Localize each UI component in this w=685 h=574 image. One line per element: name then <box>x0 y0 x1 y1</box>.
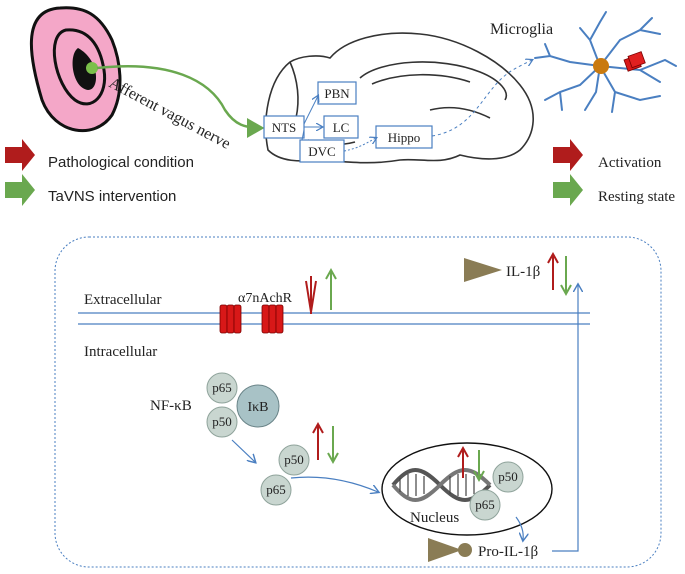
svg-text:Resting state: Resting state <box>598 189 675 205</box>
svg-text:p65: p65 <box>475 497 495 512</box>
microglia-cell <box>534 11 677 113</box>
node-nts: NTS <box>263 115 305 139</box>
node-dvc: DVC <box>299 139 345 163</box>
nfkb-complex: IκB p65 p50 <box>206 372 280 438</box>
extracellular-label: Extracellular <box>84 292 161 308</box>
pro-il1b-label: Pro-IL-1β <box>478 544 538 560</box>
legend-activation: Activation <box>553 139 662 171</box>
svg-text:LC: LC <box>333 120 350 135</box>
node-lc: LC <box>323 115 359 139</box>
svg-text:Activation: Activation <box>598 155 662 171</box>
il1b-triangle <box>464 258 502 282</box>
receptor-label: α7nAchR <box>238 291 293 306</box>
node-connectors <box>301 60 532 152</box>
nucleus-label: Nucleus <box>410 510 459 526</box>
free-nfkb: p50 p65 <box>260 444 310 506</box>
ear-illustration <box>30 6 122 132</box>
svg-text:p50: p50 <box>212 414 232 429</box>
svg-text:NTS: NTS <box>272 120 297 135</box>
intracellular-label: Intracellular <box>84 344 157 360</box>
secretion-path <box>552 285 578 552</box>
nucleus: Nucleus p50 p65 <box>381 442 553 536</box>
nucleus-arrows <box>457 445 485 483</box>
svg-text:TaVNS intervention: TaVNS intervention <box>48 188 176 205</box>
nfkb-label: NF-κB <box>150 398 192 414</box>
svg-text:p50: p50 <box>498 469 518 484</box>
microglia-label: Microglia <box>490 21 553 38</box>
stimulation-point <box>86 62 98 74</box>
svg-text:Hippo: Hippo <box>388 130 421 145</box>
vagus-nerve-path <box>96 64 265 138</box>
legend-resting: Resting state <box>553 174 675 206</box>
svg-text:p50: p50 <box>284 452 304 467</box>
il1b-label: IL-1β <box>506 264 540 280</box>
node-pbn: PBN <box>317 81 357 105</box>
legend-tavns: TaVNS intervention <box>5 174 176 206</box>
translocation-arrow <box>290 476 378 492</box>
microglia-body <box>593 58 609 74</box>
cell-panel <box>54 236 662 568</box>
nfkb-arrows <box>312 421 339 465</box>
nucleus-export-arrow <box>515 516 523 540</box>
il1b-arrows <box>547 251 572 297</box>
nerve-label: Afferent vagus nerve <box>106 75 233 153</box>
nfkb-release-arrow <box>231 439 255 462</box>
legend-pathological: Pathological condition <box>5 139 194 171</box>
svg-text:IκB: IκB <box>247 400 268 415</box>
pro-il1b <box>428 538 472 562</box>
svg-text:PBN: PBN <box>324 86 350 101</box>
svg-text:Pathological condition: Pathological condition <box>48 154 194 171</box>
svg-text:p65: p65 <box>266 482 286 497</box>
node-hippo: Hippo <box>375 125 433 149</box>
microglia-receptor <box>623 51 646 72</box>
svg-text:DVC: DVC <box>308 144 335 159</box>
receptor-arrows <box>305 267 337 314</box>
a7nachr-receptor <box>219 304 284 334</box>
brain-sketch <box>265 32 534 164</box>
svg-text:p65: p65 <box>212 380 232 395</box>
